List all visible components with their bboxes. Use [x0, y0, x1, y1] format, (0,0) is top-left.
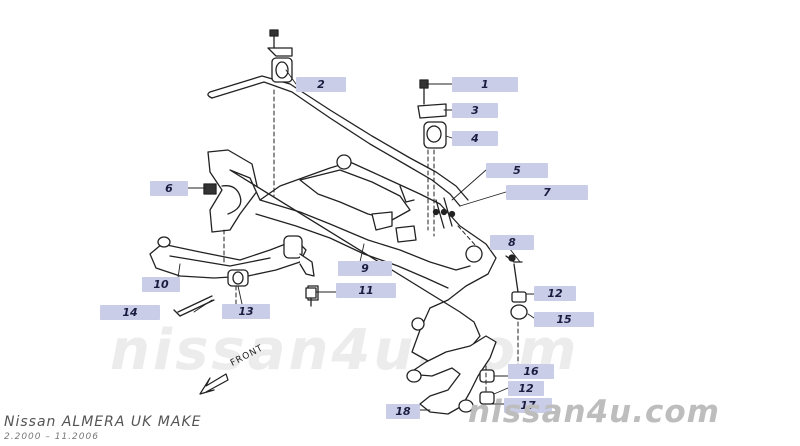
callout-2: 2	[296, 77, 346, 92]
front-subframe	[207, 149, 497, 363]
callout-12-upper: 12	[534, 286, 576, 301]
watermark-small: nissan4u.com	[468, 394, 720, 430]
callout-1: 1	[452, 77, 518, 92]
callout-10: 10	[142, 277, 180, 292]
callout-15: 15	[534, 312, 594, 327]
callout-7: 7	[506, 185, 588, 200]
bolt-long	[173, 295, 215, 317]
stabilizer-bar	[207, 75, 469, 207]
bolt-11	[305, 287, 317, 307]
callout-13: 13	[222, 304, 270, 319]
lower-arm-left	[149, 235, 319, 301]
stabilizer-link-right	[505, 254, 528, 320]
callout-14: 14	[100, 305, 160, 320]
front-arrow-icon	[199, 373, 229, 395]
callout-11: 11	[336, 283, 396, 298]
callout-6: 6	[150, 181, 188, 196]
assembly-guide-lines	[223, 89, 519, 393]
date-range: 2.2000 – 11.2006	[4, 432, 99, 442]
clamp-bracket-right	[417, 79, 447, 149]
model-caption: Nissan ALMERA UK MAKE	[4, 414, 202, 430]
bolt-6	[203, 183, 217, 195]
callout-18: 18	[386, 404, 420, 419]
callout-4: 4	[452, 131, 498, 146]
callout-9: 9	[338, 261, 392, 276]
watermark-large: nissan4u.com	[110, 318, 580, 383]
callout-leaders	[177, 69, 535, 411]
callout-17: 17	[504, 398, 552, 413]
callout-3: 3	[452, 103, 498, 118]
lower-arm-right	[406, 335, 497, 415]
clamp-bracket-left	[267, 29, 293, 83]
stabilizer-links	[432, 197, 456, 229]
callout-16: 16	[508, 364, 554, 379]
callout-8: 8	[490, 235, 534, 250]
callout-5: 5	[486, 163, 548, 178]
callout-12-lower: 12	[508, 381, 544, 396]
